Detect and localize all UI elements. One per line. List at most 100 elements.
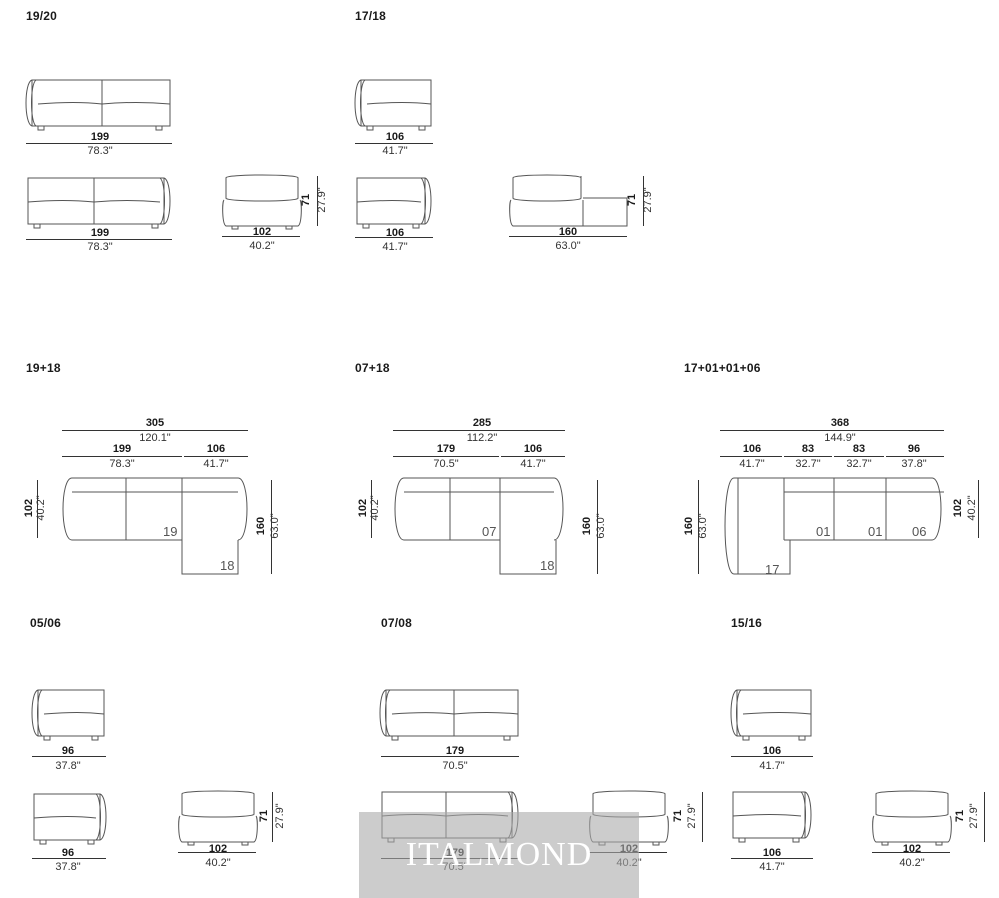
dimension-cm: 102 [23,498,35,518]
section-title-05-06: 05/06 [30,616,62,630]
dimension-line [178,852,256,853]
dimension-line [501,456,565,457]
dimension-line [597,480,598,574]
dimension-cm: 160 [683,516,695,536]
dimension-inch: 41.7" [382,241,408,253]
dimension-cm: 102 [357,498,369,518]
dimension-line [720,430,944,431]
dimension-line [32,756,106,757]
dimension-inch: 70.5" [433,458,459,470]
dimension-inch: 120.1" [139,432,171,444]
dimension-line [26,239,172,240]
dimension-inch: 78.3" [87,241,113,253]
dimension-cm: 71 [258,809,270,823]
dimension-inch: 40.2" [205,857,231,869]
dimension-cm: 106 [385,227,405,239]
dimension-cm: 83 [852,443,866,455]
module-label-19: 19 [163,524,178,539]
sofa-side-view [222,174,302,230]
dimension-cm: 106 [762,745,782,757]
dimension-line [720,456,782,457]
armchair-front-view-05 [31,689,105,741]
dimension-cm: 106 [523,443,543,455]
dimension-cm: 368 [830,417,850,429]
dimension-line [509,236,627,237]
module-label-18: 18 [220,558,235,573]
section-title-17-18: 17/18 [355,9,387,23]
dimension-inch: 40.2" [966,495,978,521]
dimension-line [355,143,433,144]
dimension-inch: 63.0" [595,513,607,539]
dimension-cm: 96 [61,847,75,859]
armchair-front-view-06 [33,793,107,845]
dimension-line [393,456,499,457]
corner-front-view-16 [732,791,812,843]
dimension-line [272,792,273,842]
dimension-line [872,852,950,853]
dimension-inch: 63.0" [269,513,281,539]
dimension-inch: 78.3" [87,145,113,157]
dimension-inch: 70.5" [442,760,468,772]
watermark-overlay: ITALMOND [359,812,639,898]
dimension-inch: 41.7" [520,458,546,470]
dimension-cm: 102 [208,843,228,855]
module-label-01: 01 [816,524,831,539]
dimension-line [643,176,644,226]
sofa-front-view-07 [379,689,519,741]
dimension-line [984,792,985,842]
dimension-cm: 179 [436,443,456,455]
dimension-line [371,480,372,538]
dimension-cm: 71 [954,809,966,823]
dimension-line [62,456,182,457]
dimension-inch: 40.2" [899,857,925,869]
sofa-front-view-20 [27,177,171,229]
dimension-inch: 144.9" [824,432,856,444]
dimension-line [698,480,699,574]
dimension-cm: 199 [112,443,132,455]
dimension-inch: 112.2" [466,432,498,444]
section-title-15-16: 15/16 [731,616,763,630]
dimension-cm: 160 [581,516,593,536]
dimension-inch: 27.9" [642,187,654,213]
dimension-inch: 27.9" [316,187,328,213]
dimension-line [32,858,106,859]
module-label-18: 18 [540,558,555,573]
dimension-inch: 40.2" [369,495,381,521]
dimension-inch: 32.7" [846,458,872,470]
dimension-inch: 37.8" [901,458,927,470]
dimension-cm: 199 [90,227,110,239]
section-title-19-18: 19+18 [26,361,61,375]
dimension-cm: 160 [558,226,578,238]
dimension-cm: 106 [762,847,782,859]
dimension-cm: 71 [672,809,684,823]
dimension-line [393,430,565,431]
section-title-17-01-01-06: 17+01+01+06 [684,361,761,375]
module-label-01: 01 [868,524,883,539]
dimension-line [222,236,300,237]
dimension-inch: 41.7" [759,760,785,772]
dimension-inch: 27.9" [686,803,698,829]
dimension-line [834,456,884,457]
dimension-line [37,480,38,538]
dimension-inch: 27.9" [274,803,286,829]
dimension-line [731,858,813,859]
dimension-cm: 102 [252,226,272,238]
dimension-cm: 102 [902,843,922,855]
dimension-inch: 41.7" [203,458,229,470]
dimension-cm: 179 [445,745,465,757]
corner-front-view-18 [356,177,432,229]
chaise-side-view [509,174,628,227]
dimension-cm: 106 [742,443,762,455]
sofa-side-view [178,790,258,846]
dimension-cm: 106 [206,443,226,455]
dimension-cm: 305 [145,417,165,429]
dimension-inch: 37.8" [55,861,81,873]
dimension-line [355,237,433,238]
section-title-19-20: 19/20 [26,9,58,23]
dimension-line [271,480,272,574]
layout-plan-17-01-01-06 [724,477,944,575]
dimension-line [184,456,248,457]
dimension-cm: 102 [952,498,964,518]
dimension-inch: 41.7" [382,145,408,157]
dimension-cm: 160 [255,516,267,536]
